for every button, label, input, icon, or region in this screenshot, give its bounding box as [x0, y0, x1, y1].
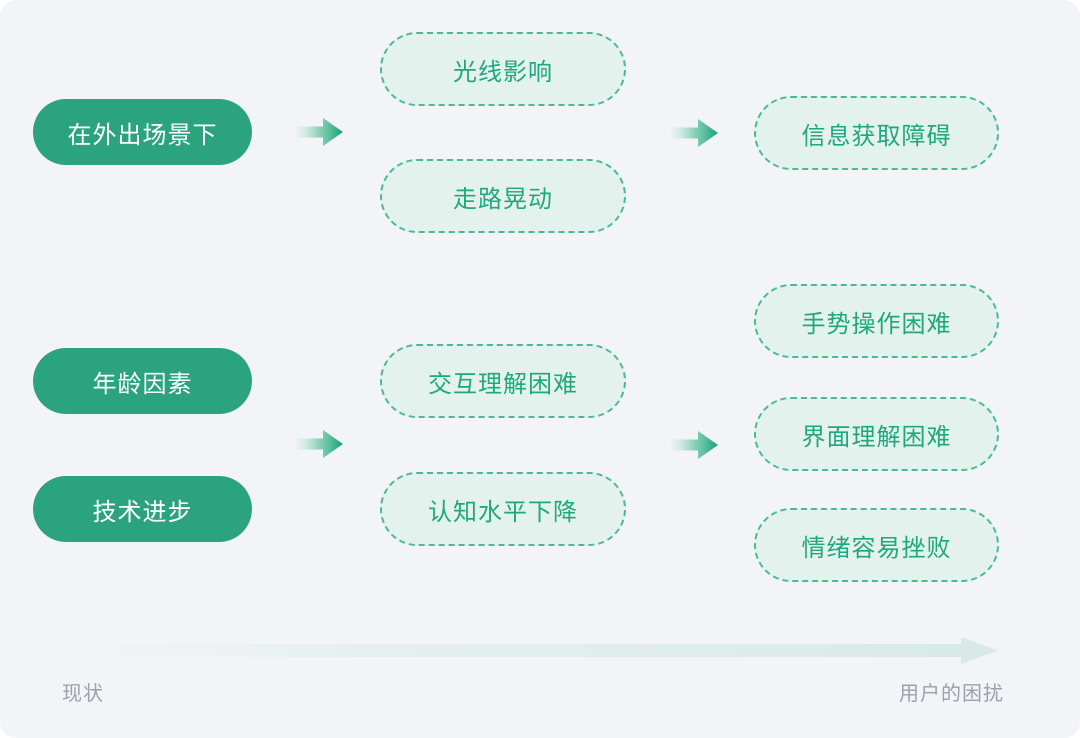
- factor-pill-light: 光线影响: [380, 32, 626, 106]
- scenario-pill-age: 年龄因素: [33, 348, 252, 414]
- factor-pill-light-label: 光线影响: [453, 58, 553, 86]
- outcome-pill-interface-difficulty-label: 界面理解困难: [801, 423, 952, 451]
- axis-right-label: 用户的困扰: [899, 683, 1004, 705]
- outcome-pill-interface-difficulty: 界面理解困难: [754, 397, 999, 471]
- flow-arrow-icon: [671, 119, 718, 147]
- flow-arrow-icon: [296, 430, 343, 458]
- factor-pill-walking-shake-label: 走路晃动: [453, 185, 553, 213]
- axis-arrow-icon: [58, 637, 998, 664]
- scenario-pill-outdoor-label: 在外出场景下: [67, 121, 218, 149]
- factor-pill-walking-shake: 走路晃动: [380, 159, 626, 233]
- factor-pill-cognitive-decline: 认知水平下降: [380, 472, 626, 546]
- outcome-pill-info-access-label: 信息获取障碍: [801, 122, 952, 150]
- flow-arrow-icon: [671, 431, 718, 459]
- flow-arrow-icon: [296, 118, 343, 146]
- factor-pill-interaction-difficulty: 交互理解困难: [380, 344, 626, 418]
- factor-pill-cognitive-decline-label: 认知水平下降: [428, 498, 578, 526]
- scenario-pill-outdoor: 在外出场景下: [33, 99, 252, 165]
- outcome-pill-emotion-frustration: 情绪容易挫败: [754, 508, 999, 582]
- outcome-pill-gesture-difficulty: 手势操作困难: [754, 284, 999, 358]
- axis-left-label: 现状: [62, 683, 104, 705]
- outcome-pill-emotion-frustration-label: 情绪容易挫败: [801, 534, 952, 562]
- scenario-pill-tech-progress-label: 技术进步: [92, 498, 193, 526]
- scenario-pill-age-label: 年龄因素: [92, 370, 193, 398]
- outcome-pill-info-access: 信息获取障碍: [754, 96, 999, 170]
- scenario-pill-tech-progress: 技术进步: [33, 476, 252, 542]
- factor-pill-interaction-difficulty-label: 交互理解困难: [428, 370, 578, 398]
- outcome-pill-gesture-difficulty-label: 手势操作困难: [801, 310, 952, 338]
